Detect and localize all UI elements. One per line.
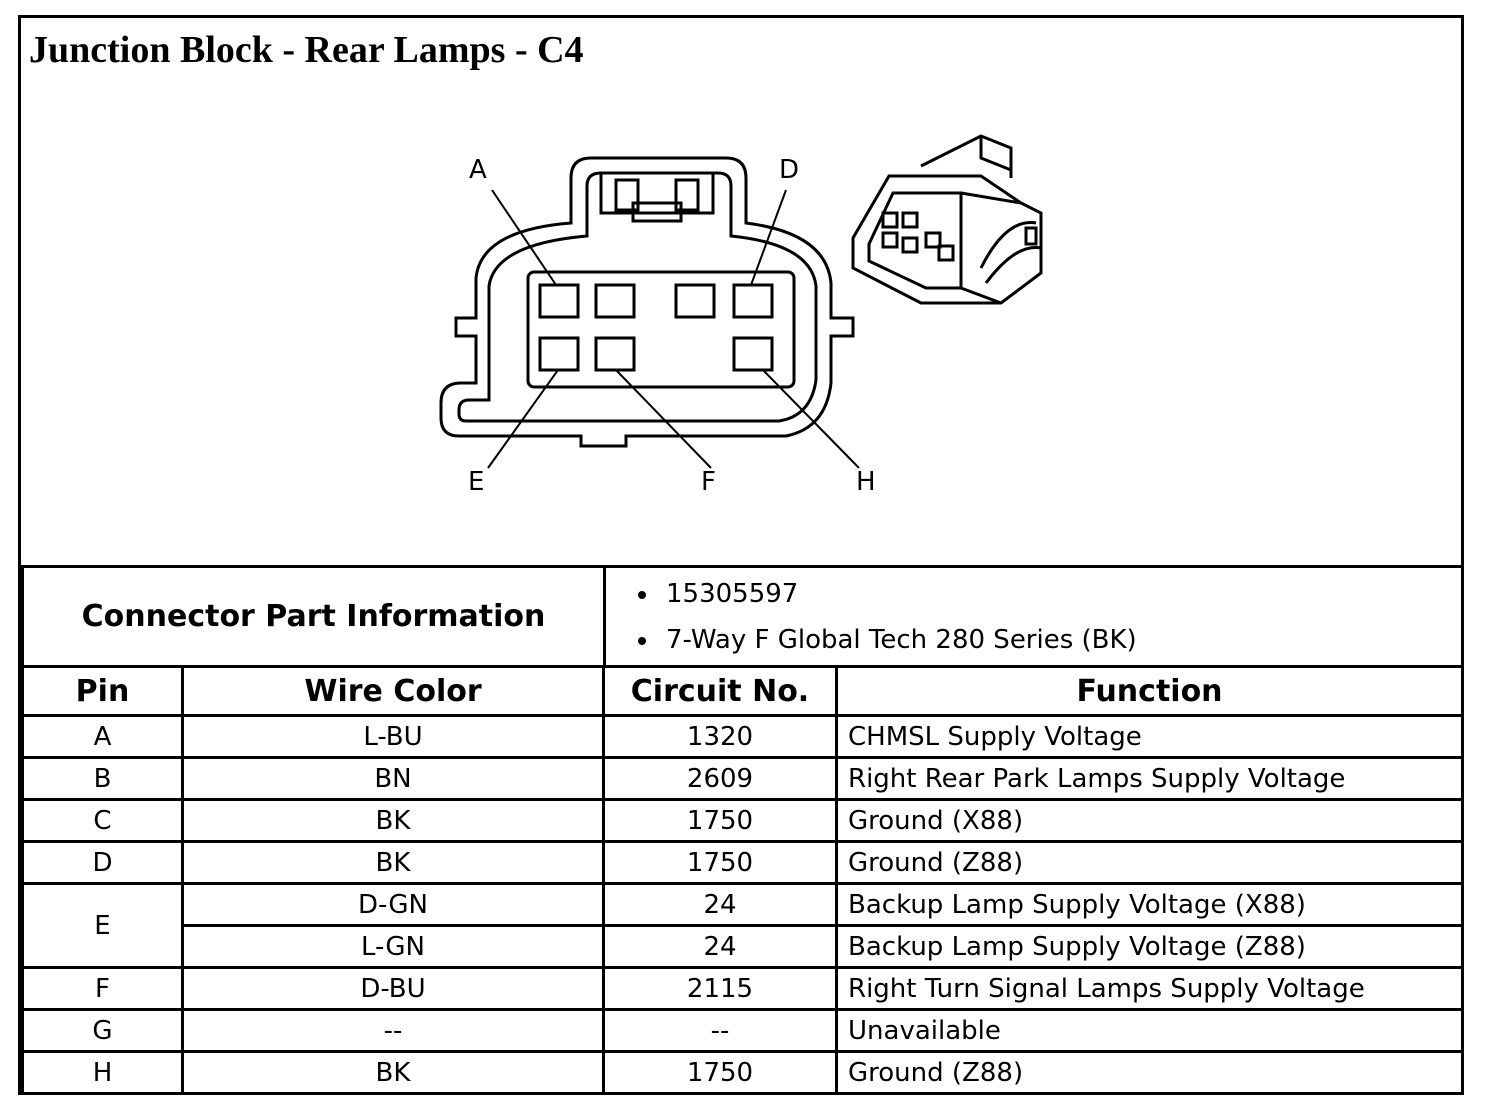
circuit-cell: 24: [602, 924, 838, 969]
header-function: Function: [835, 665, 1464, 717]
table-row: A L-BU 1320 CHMSL Supply Voltage: [21, 714, 1464, 759]
function-cell: Backup Lamp Supply Voltage (X88): [835, 882, 1464, 927]
function-cell: Ground (Z88): [835, 1050, 1464, 1095]
function-cell: Right Rear Park Lamps Supply Voltage: [835, 756, 1464, 801]
wire-cell: L-GN: [181, 924, 605, 969]
callout-leaders: [487, 189, 860, 469]
header-wire-color: Wire Color: [181, 665, 605, 717]
circuit-cell: 1750: [602, 840, 838, 885]
wire-cell: L-BU: [181, 714, 605, 759]
table-row: C BK 1750 Ground (X88): [21, 798, 1464, 843]
wire-cell: D-GN: [181, 882, 605, 927]
circuit-cell: 2115: [602, 966, 838, 1011]
table-row: L-GN 24 Backup Lamp Supply Voltage (Z88): [23, 924, 1464, 969]
circuit-cell: 24: [602, 882, 838, 927]
pin-cell: H: [21, 1050, 184, 1095]
circuit-cell: 1320: [602, 714, 838, 759]
connector-sheet: Junction Block - Rear Lamps - C4: [18, 15, 1464, 1095]
function-cell: Right Turn Signal Lamps Supply Voltage: [835, 966, 1464, 1011]
cavity-h: [732, 336, 774, 372]
cavity-f: [594, 336, 636, 372]
pin-cell: E: [21, 882, 184, 969]
pin-cell: D: [21, 840, 184, 885]
connector-info-table: Connector Part Information 15305597 7-Wa…: [21, 565, 1464, 668]
pin-cell: G: [21, 1008, 184, 1053]
cavity-c: [674, 283, 716, 319]
function-cell: Ground (Z88): [835, 840, 1464, 885]
function-cell: Backup Lamp Supply Voltage (Z88): [835, 924, 1464, 969]
circuit-cell: 1750: [602, 798, 838, 843]
pin-cell: A: [21, 714, 184, 759]
table-row: B BN 2609 Right Rear Park Lamps Supply V…: [21, 756, 1464, 801]
callout-d: D: [779, 155, 799, 185]
table-row: G -- -- Unavailable: [21, 1008, 1464, 1053]
function-cell: Unavailable: [835, 1008, 1464, 1053]
circuit-cell: --: [602, 1008, 838, 1053]
cavity-d: [732, 283, 774, 319]
wire-cell: BK: [181, 798, 605, 843]
pin-cell: C: [21, 798, 184, 843]
table-row: H BK 1750 Ground (Z88): [21, 1050, 1464, 1095]
pin-table: Pin Wire Color Circuit No. Function A L-…: [21, 665, 1464, 1095]
header-pin: Pin: [21, 665, 184, 717]
connector-info-label: Connector Part Information: [21, 565, 606, 668]
function-cell: CHMSL Supply Voltage: [835, 714, 1464, 759]
header-row: Pin Wire Color Circuit No. Function: [21, 665, 1464, 717]
wire-cell: BK: [181, 1050, 605, 1095]
function-cell: Ground (X88): [835, 798, 1464, 843]
connector-diagram: A D E F H: [439, 134, 1043, 497]
callout-a: A: [469, 155, 487, 185]
cavity-e: [538, 336, 580, 372]
wire-cell: D-BU: [181, 966, 605, 1011]
connector-description: 7-Way F Global Tech 280 Series (BK): [638, 617, 1461, 663]
connector-3d-view: [851, 134, 1043, 305]
callout-h: H: [856, 467, 876, 497]
part-number: 15305597: [638, 571, 1461, 617]
wire-cell: BK: [181, 840, 605, 885]
table-row: F D-BU 2115 Right Turn Signal Lamps Supp…: [21, 966, 1464, 1011]
wire-cell: BN: [181, 756, 605, 801]
callout-e: E: [468, 467, 484, 497]
wire-cell: --: [181, 1008, 605, 1053]
cavity-a: [538, 283, 580, 319]
callout-f: F: [701, 467, 716, 497]
table-row: D BK 1750 Ground (Z88): [21, 840, 1464, 885]
header-circuit-no: Circuit No.: [602, 665, 838, 717]
table-row: E D-GN 24 Backup Lamp Supply Voltage (X8…: [21, 882, 1464, 969]
circuit-cell: 2609: [602, 756, 838, 801]
cavity-b: [594, 283, 636, 319]
connector-info-values: 15305597 7-Way F Global Tech 280 Series …: [603, 565, 1464, 668]
pin-cell: F: [21, 966, 184, 1011]
pin-cell: B: [21, 756, 184, 801]
page-title: Junction Block - Rear Lamps - C4: [29, 29, 584, 71]
circuit-cell: 1750: [602, 1050, 838, 1095]
